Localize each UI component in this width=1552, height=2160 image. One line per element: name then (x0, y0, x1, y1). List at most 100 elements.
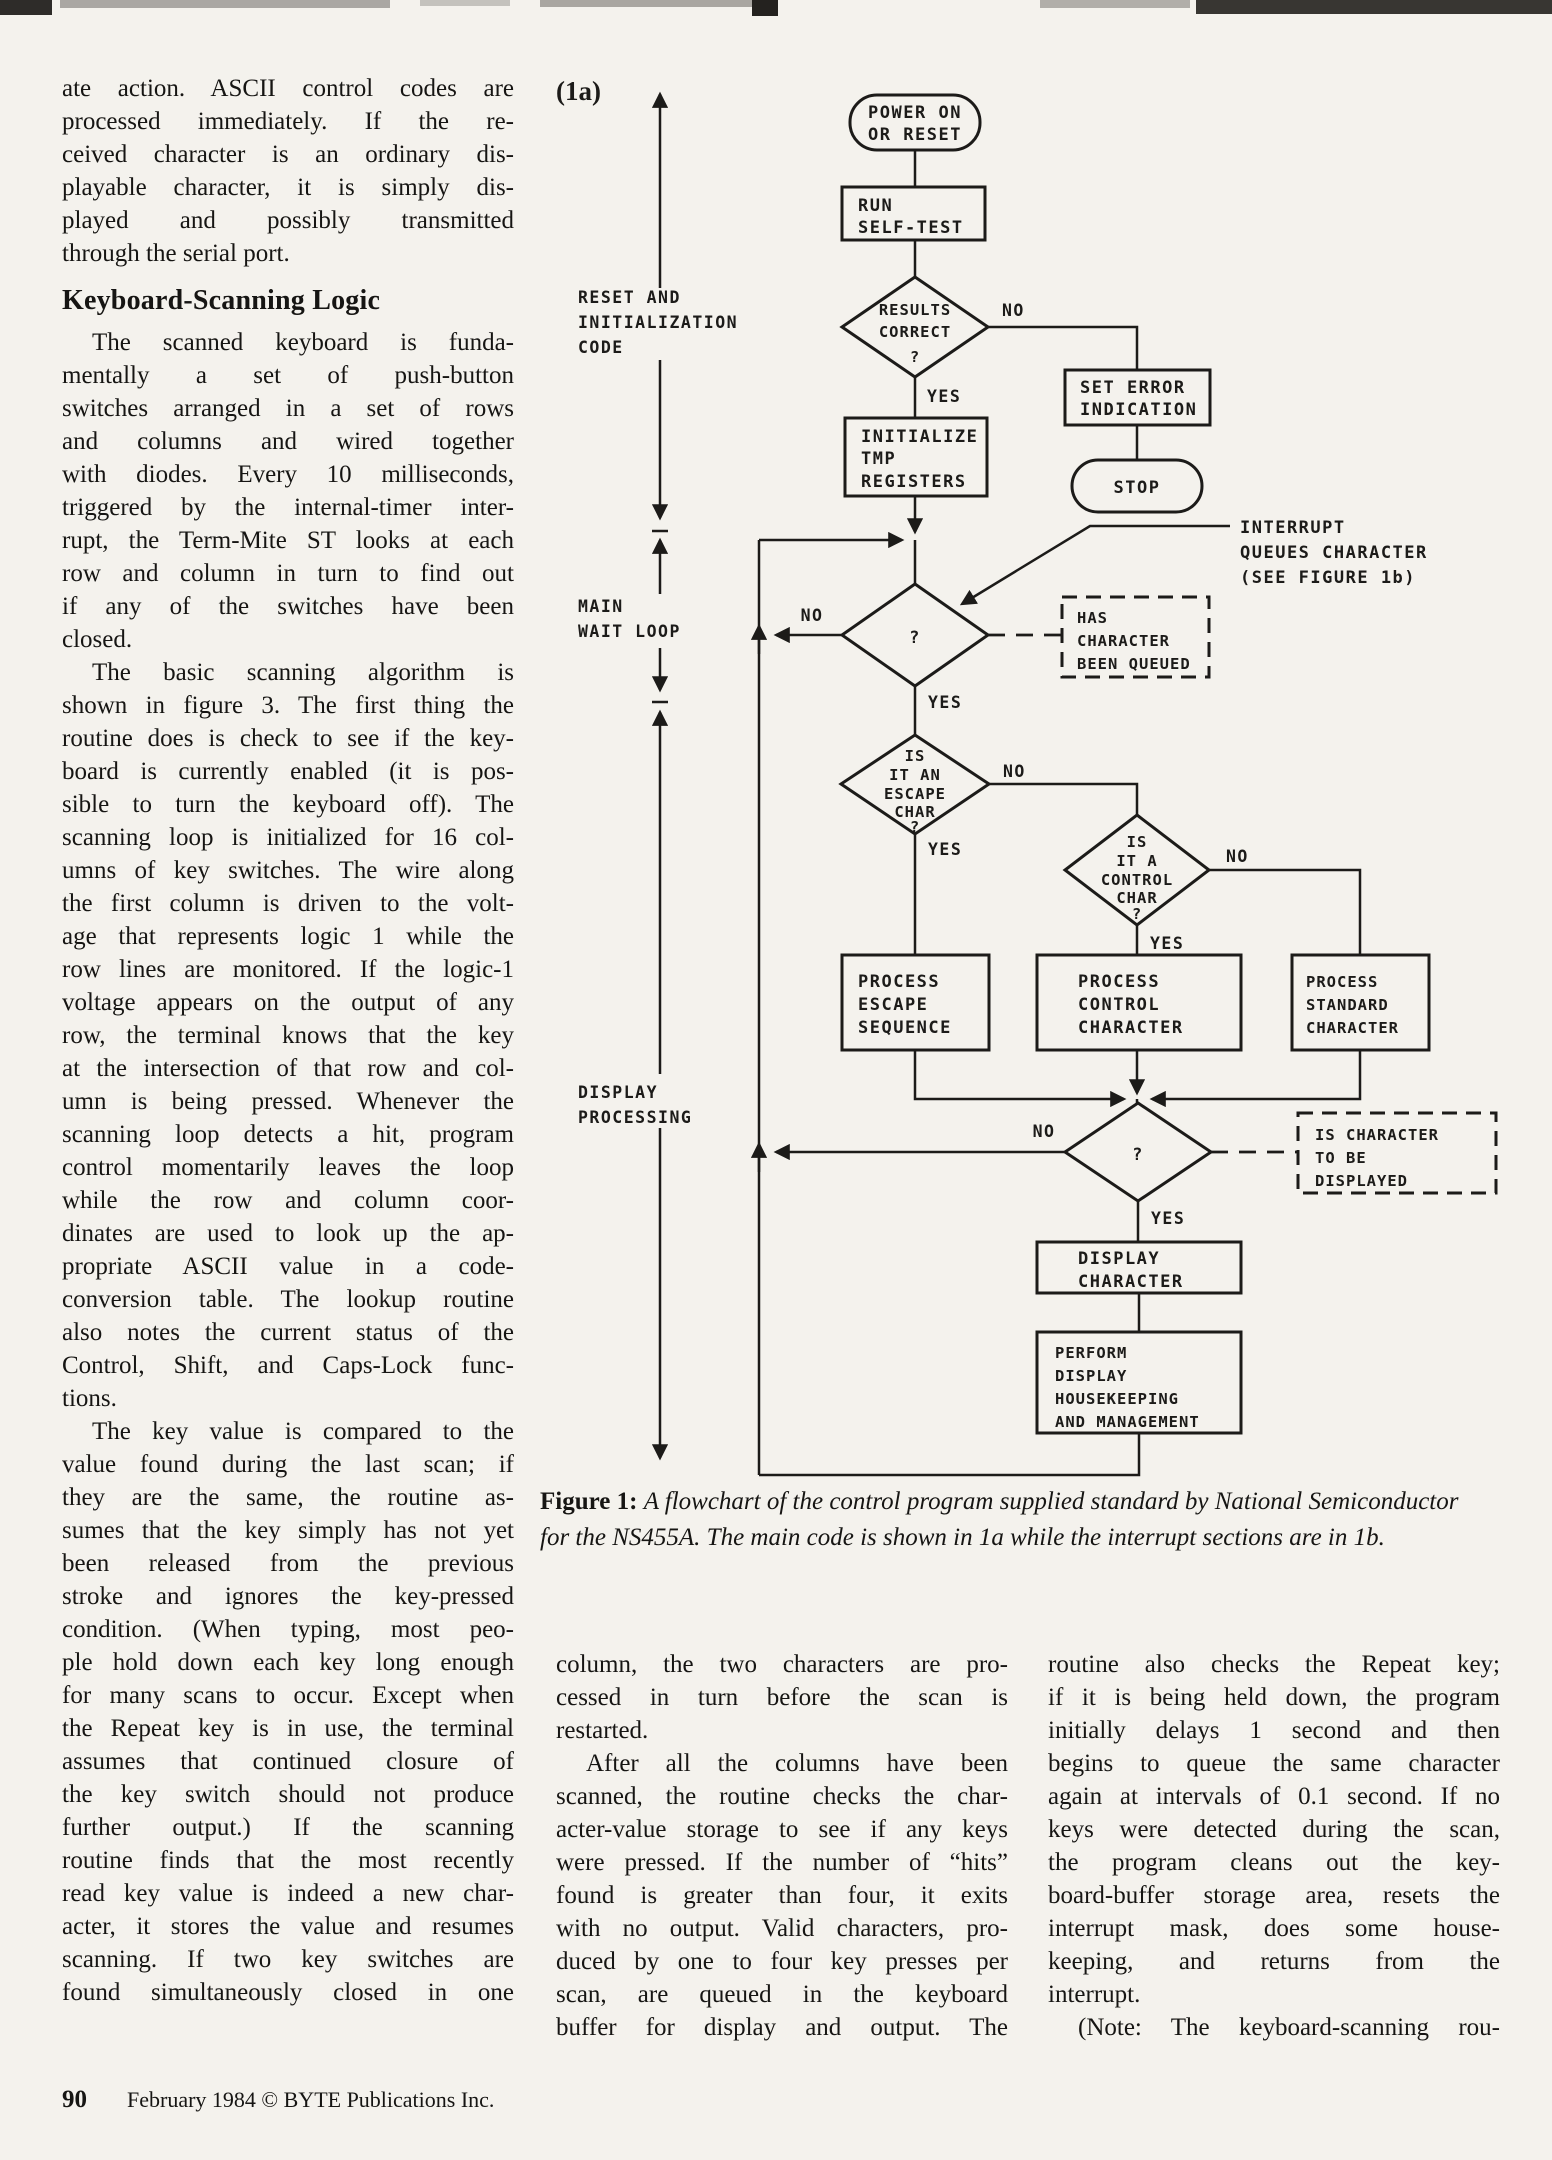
section-bracket (651, 91, 669, 1461)
svg-text:INITIALIZE: INITIALIZE (861, 427, 978, 447)
scan-artifact (1040, 0, 1190, 8)
svg-text:?: ? (909, 628, 921, 648)
text-line: interrupt mask, does some house- (1048, 1915, 1500, 1942)
text-line: keeping, and returns from the (1048, 1948, 1500, 1975)
branch-label-no: NO (1033, 1122, 1056, 1141)
text-line: mentally a set of push-button (62, 362, 514, 389)
node-perform-housekeeping: PERFORM DISPLAY HOUSEKEEPING AND MANAGEM… (1035, 1330, 1243, 1435)
text-line: read key value is indeed a new char- (62, 1880, 514, 1907)
text-line: routine also checks the Repeat key; (1048, 1651, 1500, 1678)
svg-text:PERFORM: PERFORM (1055, 1344, 1127, 1362)
svg-text:DISPLAY: DISPLAY (1055, 1367, 1127, 1385)
svg-text:IT AN: IT AN (889, 766, 941, 784)
figure-label: (1a) (556, 76, 601, 106)
figure-caption-text: A flowchart of the control program suppl… (643, 1488, 1459, 1515)
decision-results-correct: RESULTS CORRECT ? (839, 275, 991, 379)
text-line: assumes that continued closure of (62, 1748, 514, 1775)
text-line: board-buffer storage area, resets the (1048, 1882, 1500, 1909)
svg-text:PROCESS: PROCESS (858, 972, 940, 992)
section-label-display-processing: DISPLAY PROCESSING (578, 1083, 691, 1127)
text-line: the key switch should not produce (62, 1781, 514, 1808)
text-line: played and possibly transmitted (62, 207, 514, 234)
svg-text:?: ? (910, 818, 920, 836)
text-line: board is currently enabled (it is pos- (62, 758, 514, 785)
svg-text:SET ERROR: SET ERROR (1080, 378, 1186, 398)
text-line: Control, Shift, and Caps-Lock func- (62, 1352, 514, 1379)
svg-text:CHARACTER: CHARACTER (1077, 632, 1170, 650)
text-line: further output.) If the scanning (62, 1814, 514, 1841)
text-line: age that represents logic 1 while the (62, 923, 514, 950)
decision-is-escape-char: IS IT AN ESCAPE CHAR ? (838, 733, 992, 836)
article-column-right: routine also checks the Repeat key; if i… (1048, 1648, 1500, 2044)
text-line: row, the terminal knows that the key (62, 1022, 514, 1049)
text-line: duced by one to four key presses per (556, 1948, 1008, 1975)
node-initialize-tmp: INITIALIZE TMP REGISTERS (843, 416, 989, 498)
text-line: value found during the last scan; if (62, 1451, 514, 1478)
text-line: row and column in turn to find out (62, 560, 514, 587)
svg-text:DISPLAY: DISPLAY (1078, 1249, 1160, 1269)
text-line: sumes that the key simply has not yet (62, 1517, 514, 1544)
svg-text:MAIN: MAIN (578, 597, 624, 616)
text-line: were pressed. If the number of “hits” (556, 1849, 1008, 1876)
svg-text:CHAR: CHAR (894, 803, 935, 821)
decision-to-be-displayed: ? (1062, 1101, 1214, 1203)
svg-text:HAS: HAS (1077, 609, 1108, 627)
svg-text:ESCAPE: ESCAPE (884, 785, 946, 803)
figure-caption-text: for the NS455A. The main code is shown i… (540, 1524, 1385, 1551)
svg-text:RUN: RUN (858, 196, 893, 216)
node-process-standard: PROCESS STANDARD CHARACTER (1290, 953, 1431, 1052)
svg-text:?: ? (910, 348, 920, 366)
text-line: closed. (62, 626, 133, 653)
branch-label-yes: YES (927, 387, 961, 406)
text-line: at the intersection of that row and col- (62, 1055, 514, 1082)
text-line: voltage appears on the output of any (62, 989, 514, 1016)
text-line: umn is being pressed. Whenever the (62, 1088, 514, 1115)
branch-label-yes: YES (928, 840, 962, 859)
text-line: with diodes. Every 10 milliseconds, (62, 461, 514, 488)
svg-text:OR RESET: OR RESET (868, 125, 962, 145)
svg-text:PROCESS: PROCESS (1306, 973, 1378, 991)
scan-artifact (420, 0, 510, 6)
text-line: switches arranged in a set of rows (62, 395, 514, 422)
svg-text:ESCAPE: ESCAPE (858, 995, 928, 1015)
svg-text:CHARACTER: CHARACTER (1078, 1018, 1184, 1038)
text-line: shown in figure 3. The first thing the (62, 692, 514, 719)
svg-text:INDICATION: INDICATION (1080, 400, 1197, 420)
text-line: column, the two characters are pro- (556, 1651, 1008, 1678)
text-line: begins to queue the same character (1048, 1750, 1500, 1777)
text-line: restarted. (556, 1717, 649, 1744)
svg-text:CHARACTER: CHARACTER (1306, 1019, 1399, 1037)
text-line: scanned, the routine checks the char- (556, 1783, 1008, 1810)
text-line: for many scans to occur. Except when (62, 1682, 514, 1709)
svg-text:STOP: STOP (1114, 478, 1161, 498)
svg-text:SEQUENCE: SEQUENCE (858, 1018, 952, 1038)
svg-text:BEEN QUEUED: BEEN QUEUED (1077, 655, 1191, 673)
text-line: (Note: The keyboard-scanning rou- (1078, 2014, 1500, 2041)
text-line: the program cleans out the key- (1048, 1849, 1500, 1876)
svg-text:RESULTS: RESULTS (879, 301, 951, 319)
scan-artifact (60, 0, 390, 8)
svg-text:RESET AND: RESET AND (578, 288, 681, 307)
text-line: processed immediately. If the re- (62, 108, 514, 135)
svg-text:INTERRUPT: INTERRUPT (1240, 518, 1346, 538)
svg-text:REGISTERS: REGISTERS (861, 472, 967, 492)
svg-text:HOUSEKEEPING: HOUSEKEEPING (1055, 1390, 1179, 1408)
svg-text:?: ? (1132, 1145, 1144, 1165)
text-line: sible to turn the keyboard off). The (62, 791, 514, 818)
svg-text:CONTROL: CONTROL (1101, 871, 1173, 889)
text-line: umns of key switches. The wire along (62, 857, 514, 884)
text-line: keys were detected during the scan, (1048, 1816, 1500, 1843)
svg-text:DISPLAY: DISPLAY (578, 1083, 658, 1102)
node-process-escape: PROCESS ESCAPE SEQUENCE (840, 953, 991, 1052)
text-line: playable character, it is simply dis- (62, 174, 514, 201)
text-line: stroke and ignores the key-pressed (62, 1583, 514, 1610)
text-line: dinates are used to look up the ap- (62, 1220, 514, 1247)
text-line: condition. (When typing, most peo- (62, 1616, 514, 1643)
node-display-character: DISPLAY CHARACTER (1035, 1240, 1243, 1295)
svg-text:?: ? (1132, 905, 1142, 923)
svg-text:CHARACTER: CHARACTER (1078, 1272, 1184, 1292)
figure-caption-label: Figure 1: (540, 1488, 638, 1515)
annotation-interrupt-queues: INTERRUPT QUEUES CHARACTER (SEE FIGURE 1… (1240, 518, 1426, 588)
